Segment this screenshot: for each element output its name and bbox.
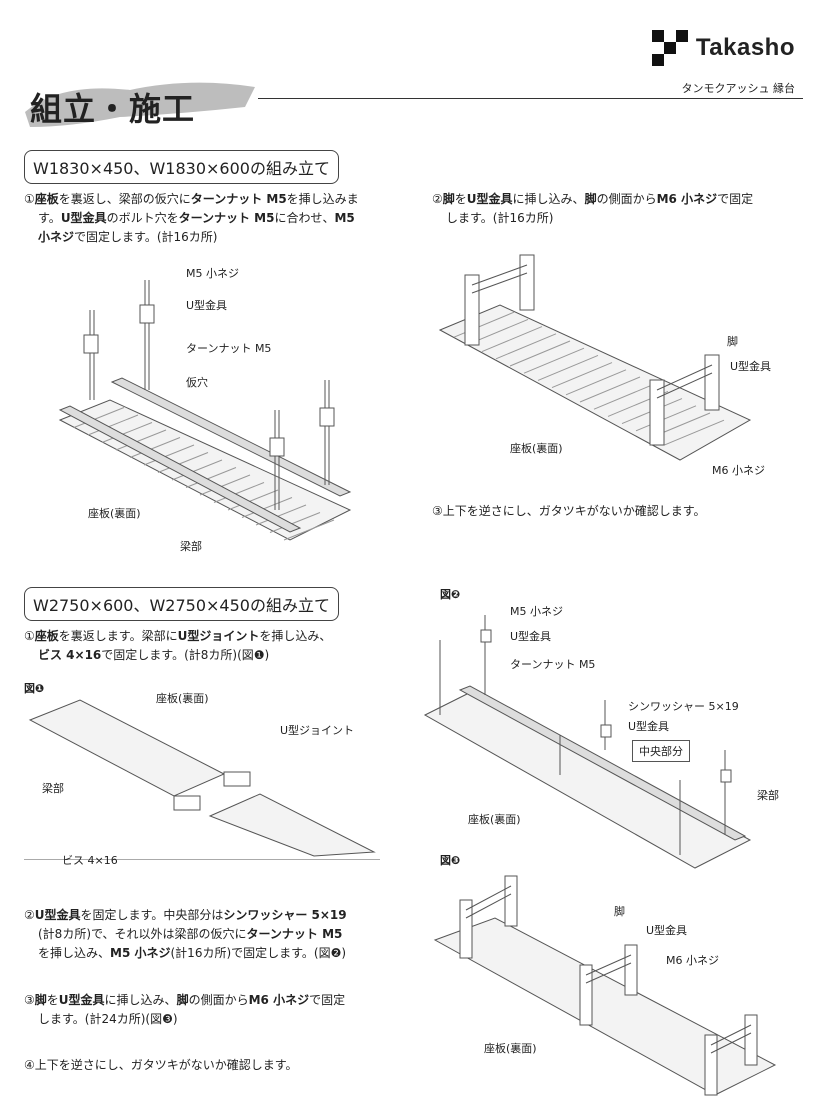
fig-b-label-screw: M6 小ネジ: [712, 464, 765, 477]
slat-line: [171, 459, 223, 481]
slat-line: [269, 512, 321, 533]
fig-a-label-hole: 仮穴: [186, 376, 208, 389]
slat-line: [579, 376, 641, 403]
slat-line: [537, 354, 599, 381]
section2-step4: ④上下を逆さにし、ガタツキがないか確認します。: [24, 1058, 298, 1072]
fig3-drawing: [433, 875, 777, 1096]
fig-b-label-seat: 座板(裏面): [510, 442, 563, 455]
fig3-label-screw: M6 小ネジ: [666, 954, 719, 967]
fig3-caption: 図❸: [440, 854, 461, 867]
slat-line: [495, 333, 557, 360]
slat-line: [509, 340, 571, 367]
slat-line: [157, 452, 209, 473]
slat-line: [453, 311, 515, 338]
slat-line: [565, 369, 627, 396]
slat-line: [283, 519, 335, 541]
fig3-label-bracket: U型金具: [646, 924, 688, 937]
fig3-label-leg: 脚: [614, 905, 625, 918]
fig1-caption: 図❶: [24, 682, 45, 695]
slat-line: [143, 444, 195, 466]
section1-step1: ①座板を裏返し、梁部の仮穴にターンナット M5を挿し込みま す。U型金具のボルト…: [24, 192, 359, 244]
slat-line: [213, 482, 265, 503]
slat-line: [481, 326, 543, 353]
fig2-label-nut: ターンナット M5: [510, 658, 596, 671]
brand-name: Takasho: [695, 34, 795, 61]
brand-logo: Takasho: [651, 30, 795, 66]
logo-mark-icon: [651, 30, 688, 66]
slat-line: [73, 407, 125, 428]
fig-a-label-bracket: U型金具: [186, 299, 228, 312]
fig3-label-seat: 座板(裏面): [484, 1042, 537, 1055]
slat-line: [635, 405, 697, 432]
section2-step2: ②U型金具を固定します。中央部分はシンワッシャー 5×19 (計8カ所)で、それ…: [24, 908, 347, 960]
fig2-label-seat: 座板(裏面): [468, 813, 521, 826]
section2-title: W2750×600、W2750×450の組み立て: [24, 587, 339, 621]
slat-line: [523, 347, 585, 374]
fig2-drawing: [423, 615, 752, 869]
slat-line: [227, 489, 279, 511]
fig1-drawing: [24, 699, 380, 860]
slat-line: [129, 437, 181, 458]
fig1-label-seat: 座板(裏面): [156, 692, 209, 705]
fig2-label-bracket: U型金具: [510, 630, 552, 643]
fig1-label-joint: U型ジョイント: [280, 724, 355, 737]
slat-line: [663, 419, 725, 446]
section1-title: W1830×450、W1830×600の組み立て: [24, 150, 339, 184]
slat-line: [241, 497, 293, 518]
fig1-label-beam: 梁部: [42, 782, 64, 795]
section1-step2: ②脚をU型金具に挿し込み、脚の側面からM6 小ネジで固定 します。(計16カ所): [432, 192, 754, 225]
product-subtitle: タンモクアッシュ 縁台: [681, 82, 796, 95]
fig-b-label-leg: 脚: [727, 335, 738, 348]
fig2-label-bracket2: U型金具: [628, 720, 670, 733]
slat-line: [199, 474, 251, 496]
section2-step3: ③脚をU型金具に挿し込み、脚の側面からM6 小ネジで固定 します。(計24カ所)…: [24, 993, 346, 1026]
slat-line: [185, 467, 237, 488]
fig-a-label-nut: ターンナット M5: [186, 342, 272, 355]
fig2-caption: 図❷: [440, 588, 461, 601]
section2-step1: ①座板を裏返します。梁部にU型ジョイントを挿し込み、 ビス 4×16で固定します…: [24, 629, 332, 662]
section1-step3: ③上下を逆さにし、ガタツキがないか確認します。: [432, 504, 706, 518]
slat-line: [101, 422, 153, 443]
page-title: 組立・施工: [30, 90, 196, 128]
fig2-label-washer: シンワッシャー 5×19: [628, 700, 739, 713]
fig-b-drawing: [438, 254, 752, 461]
slat-line: [255, 504, 307, 526]
slat-line: [115, 429, 167, 451]
fig-a-drawing: [58, 280, 352, 541]
header-rule: [258, 98, 803, 99]
fig2-label-screw: M5 小ネジ: [510, 605, 563, 618]
slat-line: [551, 362, 613, 389]
fig1-label-screw: ビス 4×16: [62, 854, 118, 867]
slat-line: [593, 383, 655, 410]
fig-a-label-seat: 座板(裏面): [88, 507, 141, 520]
slat-line: [87, 414, 139, 436]
fig2-label-center: 中央部分: [632, 740, 690, 762]
fig-a-label-beam: 梁部: [180, 540, 202, 553]
fig2-label-beam: 梁部: [757, 789, 779, 802]
title-brush-stroke: [25, 82, 255, 127]
fig-a-label-screw: M5 小ネジ: [186, 267, 239, 280]
fig-b-label-bracket: U型金具: [730, 360, 772, 373]
